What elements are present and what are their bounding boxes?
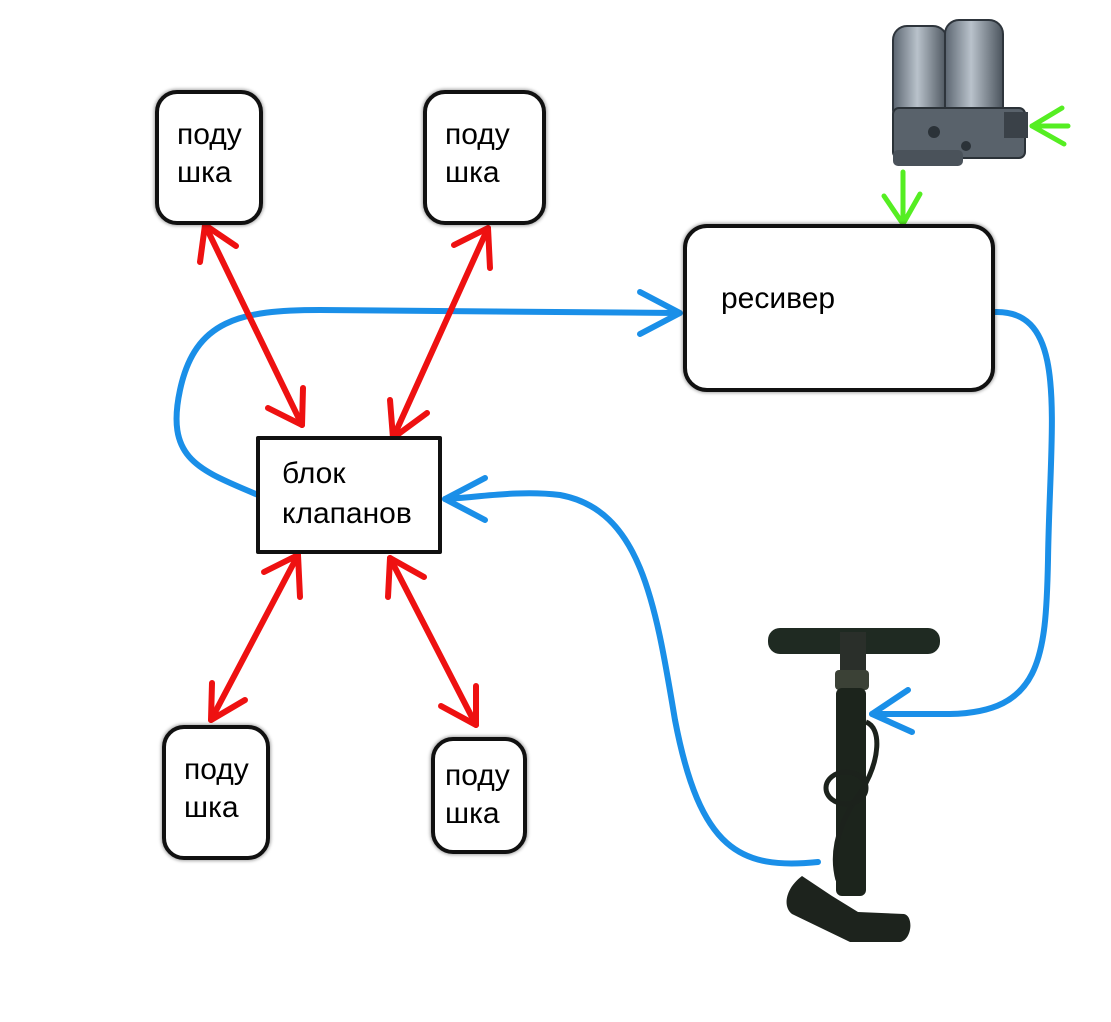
pillow-label-line2: шка: [445, 797, 500, 830]
hand-pump-icon: [768, 628, 940, 942]
pillow-label-line2: шка: [177, 156, 232, 189]
valve-block-label-line1: блок: [282, 457, 346, 490]
pillow-label-line1: поду: [445, 759, 510, 792]
pillow-top-left: поду шка: [155, 90, 263, 225]
air-line-pump-to-valve: [442, 490, 821, 867]
pillow-label-line2: шка: [445, 156, 500, 189]
pillow-bottom-right: поду шка: [431, 737, 527, 854]
valve-block-label-line2: клапанов: [282, 497, 412, 530]
pillow-top-right: поду шка: [423, 90, 546, 225]
link-valve-pillow-4: [387, 555, 479, 728]
pillow-label-line1: поду: [445, 118, 510, 151]
valve-block: блок клапанов: [256, 436, 442, 554]
link-valve-pillow-1: [202, 222, 305, 428]
receiver-label: ресивер: [721, 282, 836, 315]
pillow-bottom-left: поду шка: [162, 725, 270, 860]
receiver-box: ресивер: [683, 224, 995, 392]
pillow-label-line1: поду: [184, 753, 249, 786]
pillow-label-line1: поду: [177, 118, 242, 151]
air-compressor-icon: [892, 19, 1028, 166]
arrowhead-valve: [442, 475, 488, 523]
air-line-receiver-to-pump: [869, 308, 1055, 717]
arrowhead-pump: [869, 687, 915, 735]
arrowhead-receiver: [637, 289, 683, 337]
pillow-label-line2: шка: [184, 791, 239, 824]
link-valve-pillow-3: [208, 552, 301, 723]
link-valve-pillow-2: [390, 225, 491, 441]
air-line-valve-to-receiver: [173, 307, 681, 498]
